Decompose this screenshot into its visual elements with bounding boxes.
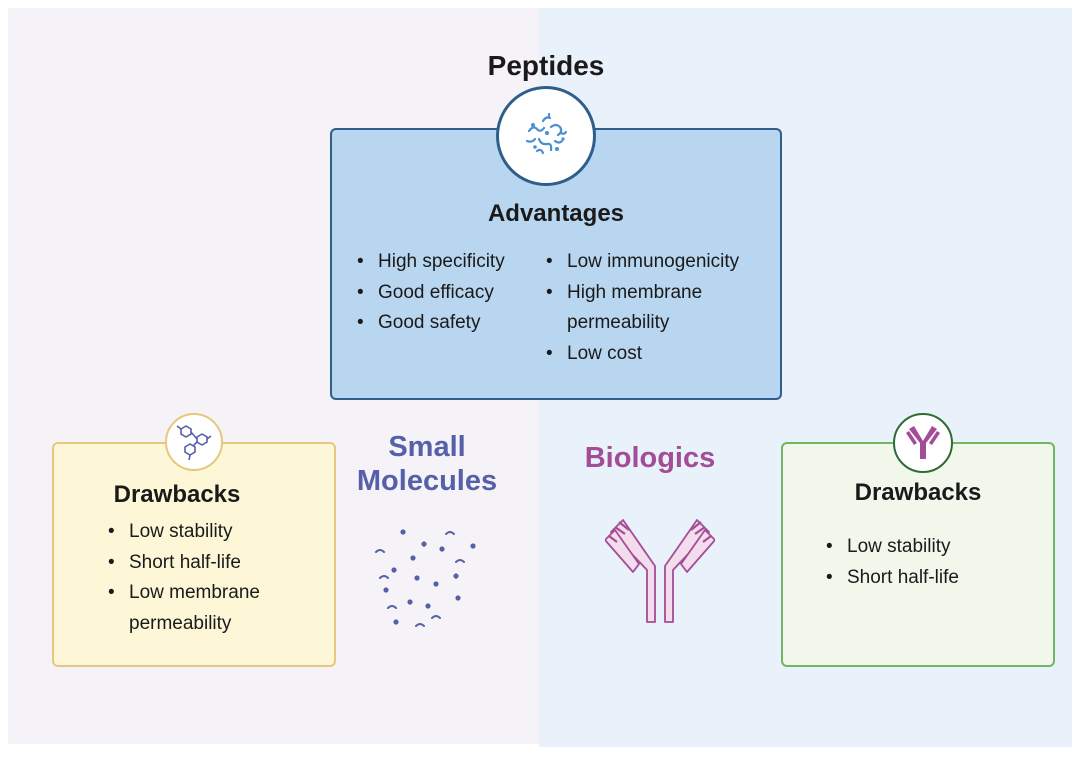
biologics-label: Biologics bbox=[584, 442, 716, 474]
molecule-icon bbox=[176, 425, 212, 461]
small-molecules-label-line2: Molecules bbox=[356, 465, 498, 497]
biologics-drawbacks-list: Low stability Short half-life bbox=[823, 532, 1033, 593]
antibody-illustration bbox=[605, 519, 715, 623]
antibody-icon bbox=[906, 426, 940, 459]
small-molecules-drawbacks-list: Low stability Short half-life Low membra… bbox=[105, 517, 325, 639]
peptide-icon-circle bbox=[496, 86, 596, 186]
biologics-drawbacks-heading: Drawbacks bbox=[854, 479, 982, 506]
list-item: Low stability bbox=[105, 517, 325, 548]
advantages-list-right: Low immunogenicity High membrane permeab… bbox=[543, 247, 775, 369]
antibody-icon-circle bbox=[893, 413, 953, 473]
small-molecules-drawbacks-heading: Drawbacks bbox=[113, 481, 241, 508]
small-molecule-icon-circle bbox=[165, 413, 223, 471]
list-item: Low membrane permeability bbox=[105, 578, 299, 639]
advantages-list-left: High specificity Good efficacy Good safe… bbox=[354, 247, 534, 339]
small-molecules-label-line1: Small bbox=[388, 431, 466, 463]
small-molecules-label: Small Molecules bbox=[352, 430, 502, 498]
list-item: Short half-life bbox=[105, 548, 325, 579]
list-item: Low cost bbox=[543, 339, 775, 370]
list-item: Good efficacy bbox=[354, 278, 534, 309]
list-item: High specificity bbox=[354, 247, 534, 278]
advantages-heading: Advantages bbox=[487, 200, 625, 227]
list-item: High membrane permeability bbox=[543, 278, 737, 339]
list-item: Good safety bbox=[354, 308, 534, 339]
list-item: Low immunogenicity bbox=[543, 247, 775, 278]
list-item: Low stability bbox=[823, 532, 1033, 563]
diagram-title: Peptides bbox=[487, 50, 605, 81]
small-molecules-particles-illustration bbox=[375, 529, 476, 627]
list-item: Short half-life bbox=[823, 563, 1033, 594]
peptide-chains-icon bbox=[525, 112, 568, 155]
